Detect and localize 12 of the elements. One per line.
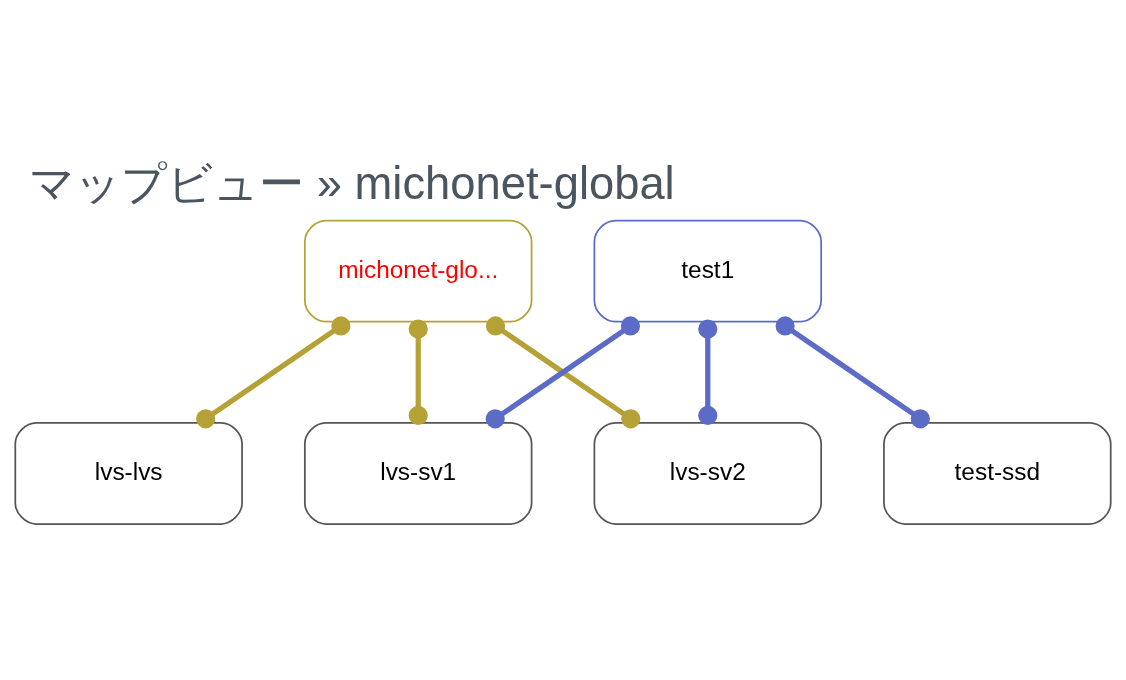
connector (775, 316, 930, 429)
connector (485, 316, 641, 429)
node-box: lvs-lvs (14, 422, 243, 525)
connector (196, 316, 351, 429)
node-box: lvs-sv1 (303, 422, 533, 525)
connector (408, 319, 428, 426)
diagram-title: マップビュー » michonet-global (29, 158, 675, 210)
node-box: michonet-glo... (303, 219, 533, 323)
node-box: test1 (593, 219, 823, 323)
connector (698, 319, 718, 426)
node-box: lvs-sv2 (593, 422, 823, 525)
node-box: test-ssd (883, 422, 1112, 525)
